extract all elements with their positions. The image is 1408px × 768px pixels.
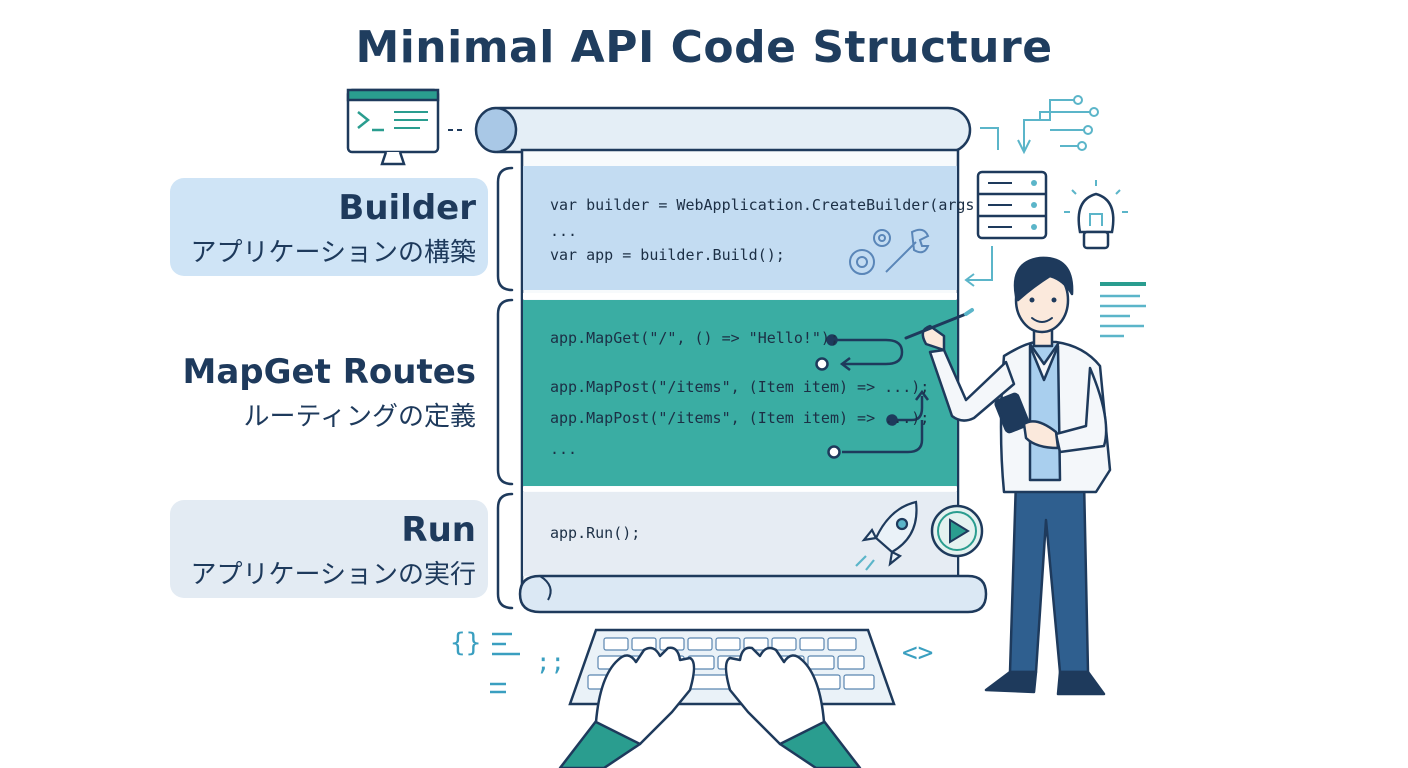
- builder-label: Builder アプリケーションの構築: [170, 186, 476, 276]
- play-icon: [930, 504, 984, 558]
- code-route-line-4: ...: [550, 440, 578, 458]
- angle-brackets-symbol: <>: [902, 638, 934, 668]
- rocket-icon: [855, 500, 918, 571]
- semicolons-symbol: ;;: [536, 648, 565, 676]
- braces-symbol: {}: [450, 628, 482, 658]
- code-builder-line-2: ...: [550, 222, 578, 240]
- run-label-jp: アプリケーションの実行: [190, 560, 476, 590]
- code-route-line-3: app.MapPost("/items", (Item item) => ...…: [550, 409, 930, 427]
- run-label: Run アプリケーションの実行: [170, 508, 476, 598]
- gear-wrench-icon: [849, 228, 930, 275]
- builder-label-jp: アプリケーションの構築: [190, 238, 476, 268]
- routes-label: MapGet Routes ルーティングの定義: [170, 350, 476, 440]
- code-builder-line-1: var builder = WebApplication.CreateBuild…: [550, 196, 993, 214]
- code-route-line-2: app.MapPost("/items", (Item item) => ...…: [550, 378, 930, 396]
- code-run-line-1: app.Run();: [550, 524, 641, 542]
- routes-label-jp: ルーティングの定義: [243, 402, 476, 432]
- run-label-en: Run: [401, 510, 476, 550]
- routes-label-en: MapGet Routes: [182, 352, 476, 392]
- routes-band: [523, 300, 957, 486]
- builder-band: [523, 166, 957, 290]
- builder-label-box: [170, 178, 488, 276]
- code-route-line-1: app.MapGet("/", () => "Hello!");: [550, 329, 839, 347]
- builder-label-en: Builder: [338, 188, 476, 228]
- code-builder-line-3: var app = builder.Build();: [550, 246, 785, 264]
- run-label-box: [170, 500, 488, 598]
- page-title: Minimal API Code Structure: [355, 22, 1053, 73]
